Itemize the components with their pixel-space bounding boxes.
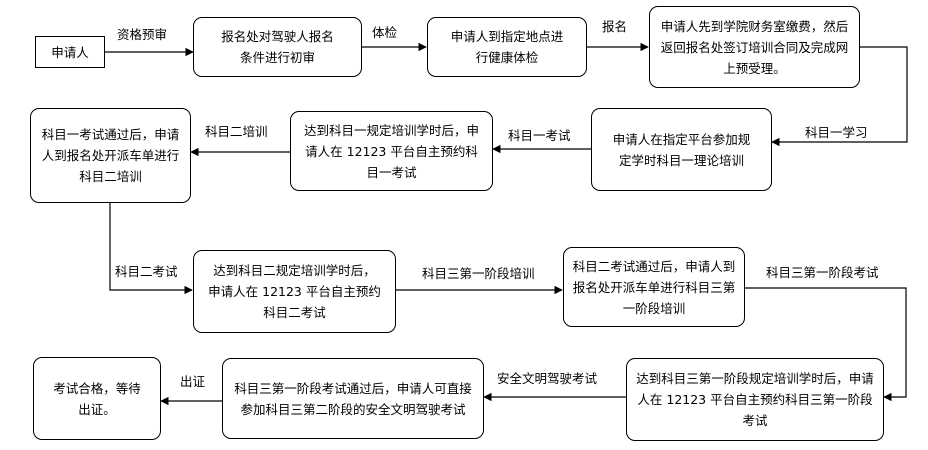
label-qualification-review: 资格预审 [117,27,168,42]
pay-sign-box: 申请人先到学院财务室缴费，然后返回报名处签订培训合同及完成网上预受理。 [649,6,860,88]
subject1-book-box: 达到科目一规定培训学时后，申请人在 12123 平台自主预约科目一考试 [290,111,493,191]
arrow-pay-sign-to-subject1-theory [771,46,908,147]
await-cert-box: 考试合格，等待出证。 [33,357,161,440]
label-safe-driving-exam: 安全文明驾驶考试 [497,371,598,386]
applicant-box: 申请人 [35,36,105,68]
label-subject3-stage1-training: 科目三第一阶段培训 [422,266,535,281]
subject2-dispatch-box: 科目一考试通过后，申请人到报名处开派车单进行科目二培训 [30,108,191,203]
subject1-theory-box: 申请人在指定平台参加规定学时科目一理论培训 [591,108,772,191]
label-register: 报名 [602,19,628,34]
label-physical-exam: 体检 [372,25,398,40]
subject3-dispatch-box: 科目二考试通过后，申请人到报名处开派车单进行科目三第一阶段培训 [563,247,745,327]
subject3-book-box: 达到科目三第一阶段规定培训学时后，申请人在 12123 平台自主预约科目三第一阶… [626,358,884,441]
label-subject3-stage1-exam: 科目三第一阶段考试 [766,265,879,280]
safe-driving-box: 科目三第一阶段考试通过后，申请人可直接参加科目三第二阶段的安全文明驾驶考试 [222,358,484,439]
subject2-book-box: 达到科目二规定培训学时后，申请人在 12123 平台自主预约科目二考试 [193,250,396,333]
label-subject1-study: 科目一学习 [805,125,868,140]
label-subject2-exam: 科目二考试 [115,264,178,279]
initial-review-box: 报名处对驾驶人报名条件进行初审 [193,17,362,77]
label-subject2-training: 科目二培训 [205,124,268,139]
label-certificate: 出证 [180,374,206,389]
health-check-box: 申请人到指定地点进行健康体检 [427,17,587,77]
arrow-subject3-dispatch-to-subject3-book [745,287,907,402]
arrow-subject2-dispatch-to-subject2-book [109,203,193,295]
label-subject1-exam: 科目一考试 [508,128,571,143]
